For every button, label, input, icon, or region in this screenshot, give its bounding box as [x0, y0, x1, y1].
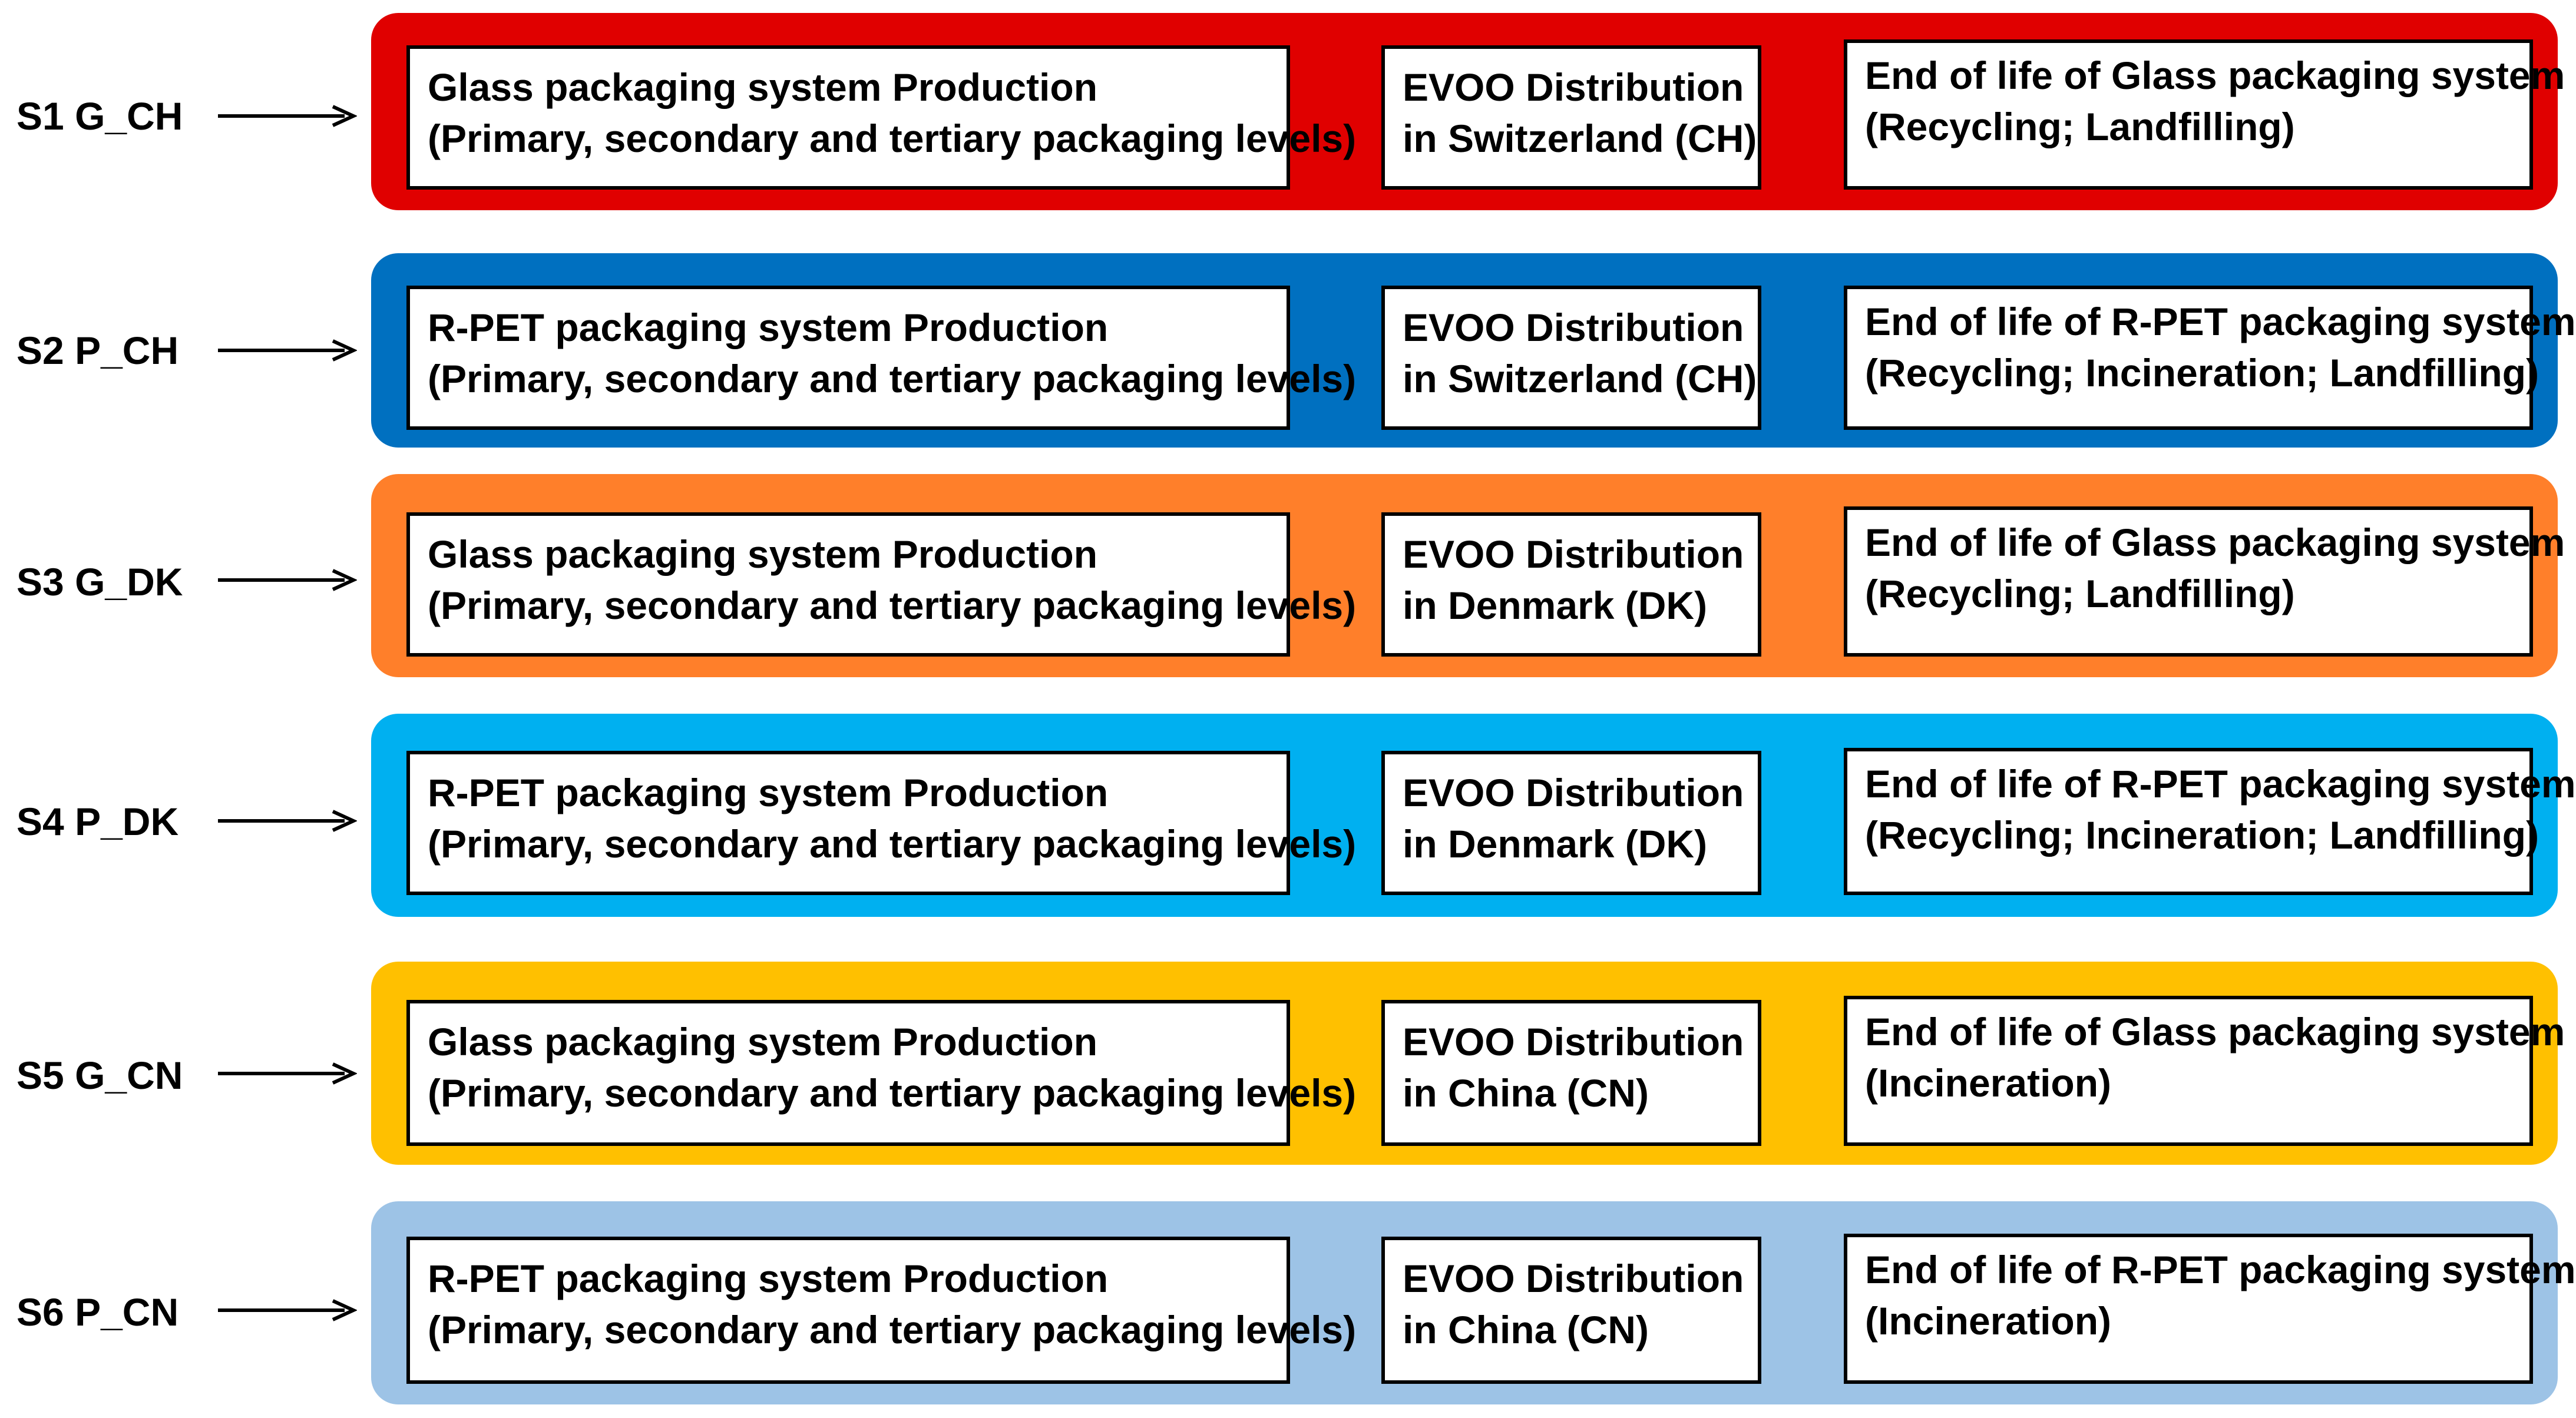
production-box: Glass packaging system Production (Prima…: [406, 45, 1357, 190]
production-detail: (Primary, secondary and tertiary packagi…: [428, 584, 1357, 627]
production-title: Glass packaging system Production: [428, 65, 1098, 109]
distribution-box: EVOO Distribution in China (CN): [1381, 1237, 1761, 1384]
distribution-title: EVOO Distribution: [1403, 1257, 1744, 1300]
end-of-life-options: (Incineration): [1865, 1061, 2112, 1105]
scenario-label: S6 P_CN: [16, 1290, 179, 1334]
end-of-life-options: (Recycling; Landfilling): [1865, 572, 2295, 615]
production-title: Glass packaging system Production: [428, 1020, 1098, 1064]
production-title: Glass packaging system Production: [428, 532, 1098, 576]
scenario-row-s4: S4 P_DK R-PET packaging system Productio…: [0, 714, 2576, 917]
end-of-life-title: End of life of R-PET packaging system: [1865, 300, 2576, 343]
production-box: Glass packaging system Production (Prima…: [406, 1000, 1357, 1146]
scenario-label: S2 P_CH: [16, 329, 179, 372]
distribution-title: EVOO Distribution: [1403, 306, 1744, 349]
arrow-icon: [218, 1062, 357, 1085]
end-of-life-box: End of life of Glass packaging system (I…: [1844, 996, 2565, 1146]
scenario-band: R-PET packaging system Production (Prima…: [371, 714, 2576, 917]
production-detail: (Primary, secondary and tertiary packagi…: [428, 1071, 1357, 1115]
production-box: Glass packaging system Production (Prima…: [406, 512, 1357, 657]
distribution-title: EVOO Distribution: [1403, 532, 1744, 576]
scenario-band: R-PET packaging system Production (Prima…: [371, 1201, 2576, 1404]
production-detail: (Primary, secondary and tertiary packagi…: [428, 357, 1357, 400]
end-of-life-options: (Recycling; Incineration; Landfilling): [1865, 351, 2539, 395]
end-of-life-title: End of life of Glass packaging system: [1865, 54, 2565, 97]
distribution-region: in Denmark (DK): [1403, 822, 1708, 866]
production-detail: (Primary, secondary and tertiary packagi…: [428, 822, 1357, 866]
scenario-row-s3: S3 G_DK Glass packaging system Productio…: [0, 474, 2576, 677]
distribution-region: in Denmark (DK): [1403, 584, 1708, 627]
end-of-life-box: End of life of R-PET packaging system (I…: [1844, 1234, 2576, 1384]
arrow-icon: [218, 105, 357, 127]
scenario-row-s5: S5 G_CN Glass packaging system Productio…: [0, 962, 2576, 1165]
scenario-label: S1 G_CH: [16, 94, 183, 138]
scenario-row-s1: S1 G_CH Glass packaging system Productio…: [0, 13, 2576, 210]
production-detail: (Primary, secondary and tertiary packagi…: [428, 1308, 1357, 1351]
scenario-band: R-PET packaging system Production (Prima…: [371, 253, 2576, 448]
distribution-box: EVOO Distribution in Denmark (DK): [1381, 751, 1761, 895]
production-title: R-PET packaging system Production: [428, 306, 1109, 349]
end-of-life-title: End of life of R-PET packaging system: [1865, 1248, 2576, 1291]
scenario-band: Glass packaging system Production (Prima…: [371, 474, 2565, 677]
end-of-life-box: End of life of Glass packaging system (R…: [1844, 506, 2565, 657]
distribution-region: in China (CN): [1403, 1308, 1649, 1351]
end-of-life-options: (Incineration): [1865, 1299, 2112, 1343]
distribution-title: EVOO Distribution: [1403, 65, 1744, 109]
scenario-band: Glass packaging system Production (Prima…: [371, 962, 2565, 1165]
distribution-region: in Switzerland (CH): [1403, 117, 1757, 160]
end-of-life-options: (Recycling; Landfilling): [1865, 105, 2295, 148]
arrow-icon: [218, 569, 357, 591]
production-title: R-PET packaging system Production: [428, 771, 1109, 814]
production-box: R-PET packaging system Production (Prima…: [406, 1237, 1357, 1384]
distribution-region: in Switzerland (CH): [1403, 357, 1757, 400]
distribution-title: EVOO Distribution: [1403, 1020, 1744, 1064]
distribution-region: in China (CN): [1403, 1071, 1649, 1115]
production-title: R-PET packaging system Production: [428, 1257, 1109, 1300]
production-detail: (Primary, secondary and tertiary packagi…: [428, 117, 1357, 160]
production-box: R-PET packaging system Production (Prima…: [406, 751, 1357, 895]
end-of-life-title: End of life of R-PET packaging system: [1865, 762, 2576, 806]
distribution-title: EVOO Distribution: [1403, 771, 1744, 814]
scenario-label: S5 G_CN: [16, 1053, 183, 1097]
production-box: R-PET packaging system Production (Prima…: [406, 286, 1357, 430]
end-of-life-box: End of life of R-PET packaging system (R…: [1844, 286, 2576, 430]
end-of-life-options: (Recycling; Incineration; Landfilling): [1865, 813, 2539, 857]
arrow-icon: [218, 339, 357, 362]
distribution-box: EVOO Distribution in Denmark (DK): [1381, 512, 1761, 657]
scenario-band: Glass packaging system Production (Prima…: [371, 13, 2565, 210]
scenario-row-s6: S6 P_CN R-PET packaging system Productio…: [0, 1201, 2576, 1404]
scenario-label: S3 G_DK: [16, 560, 183, 604]
distribution-box: EVOO Distribution in Switzerland (CH): [1381, 45, 1761, 190]
end-of-life-box: End of life of Glass packaging system (R…: [1844, 39, 2565, 190]
end-of-life-title: End of life of Glass packaging system: [1865, 521, 2565, 564]
distribution-box: EVOO Distribution in China (CN): [1381, 1000, 1761, 1146]
distribution-box: EVOO Distribution in Switzerland (CH): [1381, 286, 1761, 430]
end-of-life-title: End of life of Glass packaging system: [1865, 1010, 2565, 1053]
arrow-icon: [218, 1299, 357, 1321]
scenario-row-s2: S2 P_CH R-PET packaging system Productio…: [0, 253, 2576, 448]
scenario-label: S4 P_DK: [16, 800, 179, 843]
arrow-icon: [218, 810, 357, 832]
end-of-life-box: End of life of R-PET packaging system (R…: [1844, 748, 2576, 895]
